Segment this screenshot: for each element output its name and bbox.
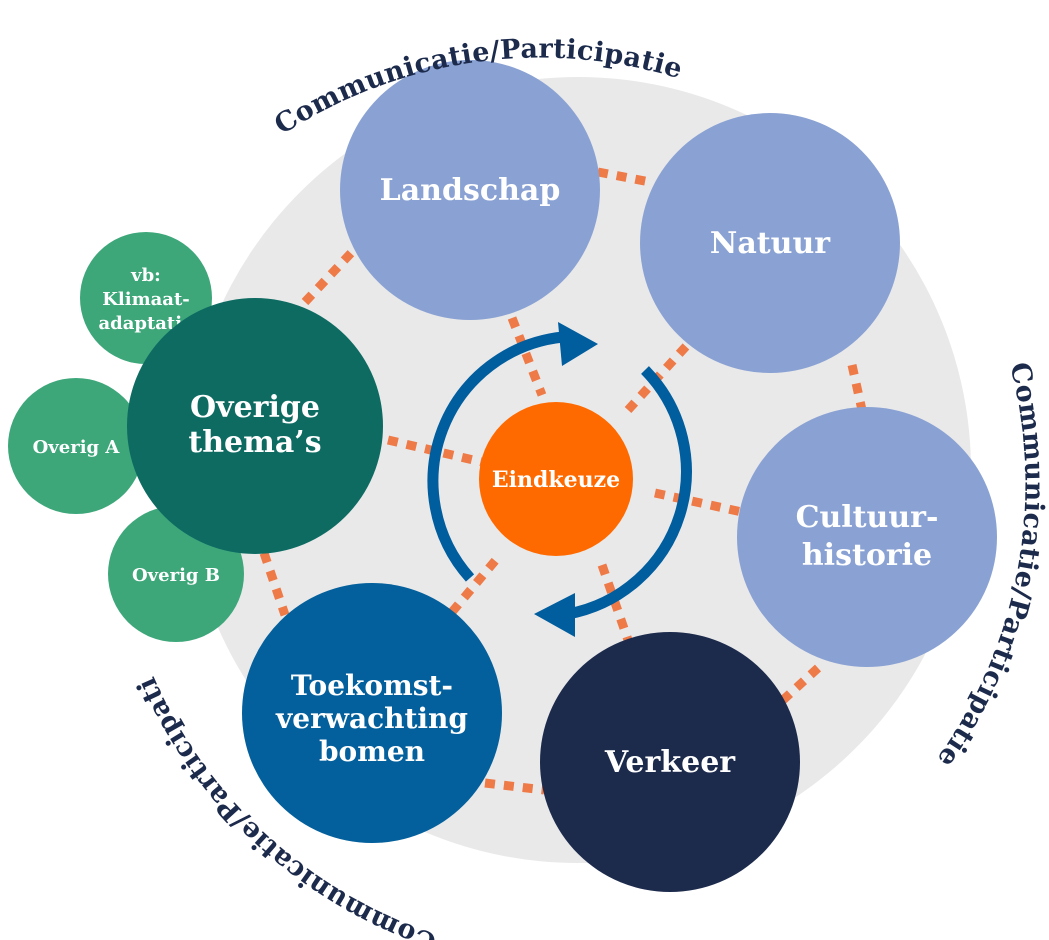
connector-overige-landschap xyxy=(301,248,356,306)
connector-center-cultuurhistorie xyxy=(654,488,743,517)
node-toekomstverwachting-bomen: Toekomst- verwachting bomen xyxy=(242,583,502,843)
svg-text:adaptatie: adaptatie xyxy=(98,313,193,334)
connector-center-toekomst xyxy=(448,552,504,615)
svg-text:Klimaat-: Klimaat- xyxy=(102,289,189,310)
cycle-arrow-head-top xyxy=(558,322,598,366)
node-cultuurhistorie: Cultuur- historie xyxy=(737,407,997,667)
svg-text:historie: historie xyxy=(802,538,932,573)
connector-cultuurhistorie-verkeer xyxy=(779,664,822,704)
connector-natuur-cultuurhistorie xyxy=(847,364,867,411)
svg-text:bomen: bomen xyxy=(319,735,425,768)
node-overig-a: Overig A xyxy=(8,378,144,514)
node-natuur: Natuur xyxy=(640,113,900,373)
cycle-arrow-upper-left xyxy=(427,331,564,582)
node-landschap: Landschap xyxy=(340,60,600,320)
svg-text:Overige: Overige xyxy=(190,390,320,425)
svg-text:Overig A: Overig A xyxy=(33,437,121,458)
svg-text:Verkeer: Verkeer xyxy=(604,745,736,780)
svg-text:Overig B: Overig B xyxy=(132,565,220,586)
connector-center-natuur xyxy=(624,338,694,414)
node-verkeer: Verkeer xyxy=(540,632,800,892)
connector-center-overige xyxy=(386,435,484,467)
svg-text:Natuur: Natuur xyxy=(710,226,831,261)
cycle-arrows xyxy=(427,322,692,637)
svg-text:vb:: vb: xyxy=(130,265,161,286)
connector-center-landschap xyxy=(507,316,547,397)
connector-verkeer-toekomst xyxy=(484,778,545,795)
svg-text:Toekomst-: Toekomst- xyxy=(291,669,453,702)
node-eindkeuze: Eindkeuze xyxy=(479,402,633,556)
svg-text:thema’s: thema’s xyxy=(188,425,321,460)
svg-text:Landschap: Landschap xyxy=(380,173,561,208)
cycle-arrow-lower-right xyxy=(566,366,692,620)
connector-landschap-natuur xyxy=(597,167,651,187)
svg-text:Eindkeuze: Eindkeuze xyxy=(492,467,620,493)
connectors xyxy=(259,167,867,795)
svg-text:Cultuur-: Cultuur- xyxy=(796,500,939,535)
cycle-arrow-head-bottom xyxy=(534,593,575,637)
svg-text:verwachting: verwachting xyxy=(275,702,468,735)
node-overige-themas: Overige thema’s xyxy=(127,298,383,554)
